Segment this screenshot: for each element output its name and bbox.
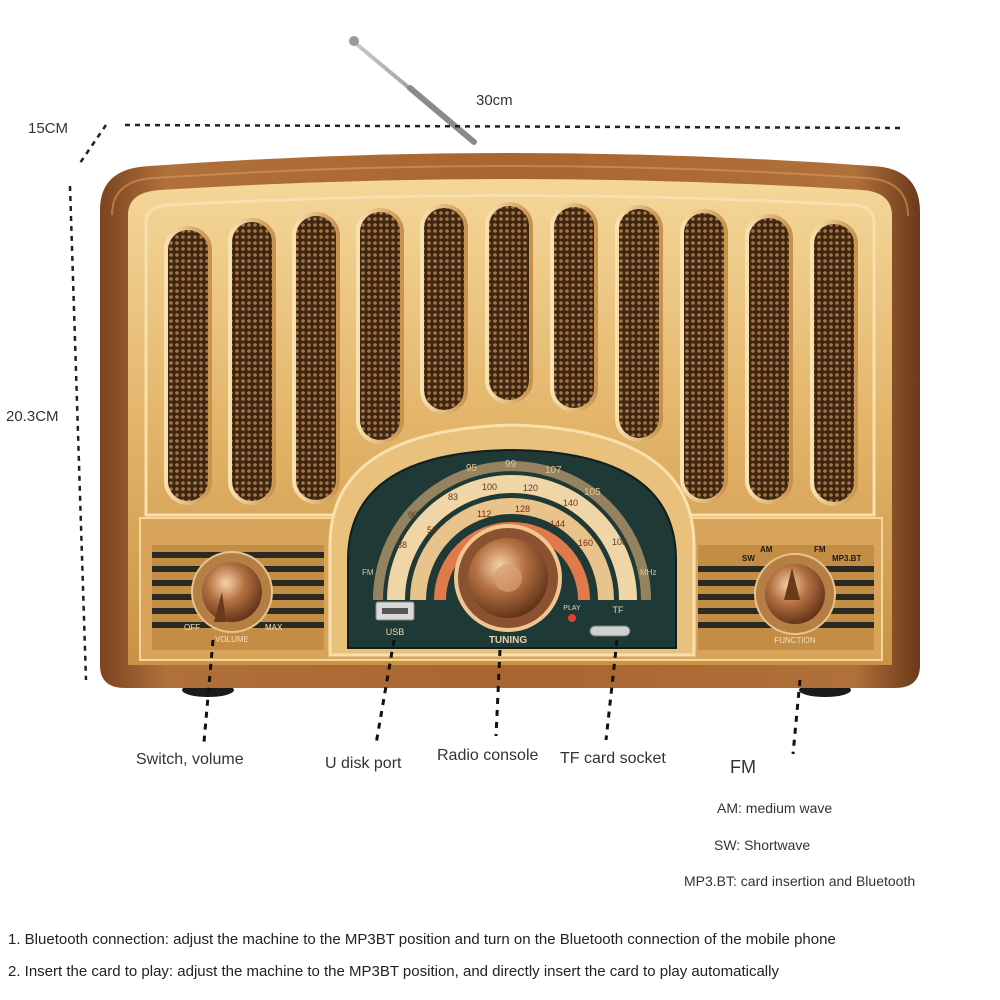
note-card-play: 2. Insert the card to play: adjust the m… (8, 963, 779, 980)
function-mp3bt-label: MP3.BT (832, 554, 861, 563)
tuning-label: TUNING (489, 635, 528, 646)
tf-label: TF (613, 605, 624, 615)
dial-top-label: 105 (584, 487, 601, 498)
function-label: FUNCTION (774, 636, 816, 645)
height-dimension-line (68, 185, 88, 681)
function-am-label: AM (760, 545, 773, 554)
dial-scale: 95 99 107 105 (466, 459, 601, 498)
dial-mid-label: 108 (612, 537, 627, 547)
callout-leaders (202, 639, 802, 755)
volume-max-label: MAX (265, 623, 283, 632)
volume-label: VOLUME (215, 635, 249, 644)
callout-tf-card-socket: TF card socket (560, 750, 666, 767)
play-led (568, 614, 576, 622)
function-sw-label: SW (742, 554, 755, 563)
depth-label: 15CM (28, 120, 69, 137)
height-label: 20.3CM (6, 408, 59, 425)
dial-inner-label: 160 (578, 538, 593, 548)
dial-top-label: 99 (505, 459, 517, 470)
radio-illustration: 95 99 107 105 90 88 83 100 120 140 108 5… (68, 36, 920, 755)
play-label: PLAY (563, 605, 581, 612)
antenna (349, 36, 477, 145)
tf-card-slot[interactable] (589, 625, 631, 637)
dial-inner-label: 144 (550, 519, 565, 529)
function-fm-label: FM (814, 545, 826, 554)
dial-mid-label: 83 (448, 492, 458, 502)
mode-am: AM: medium wave (717, 800, 833, 816)
volume-knob[interactable] (191, 551, 273, 633)
depth-dimension-line (78, 124, 108, 164)
dial-top-label: 95 (466, 463, 478, 474)
volume-off-label: OFF (184, 623, 200, 632)
mode-mp3bt: MP3.BT: card insertion and Bluetooth (684, 873, 916, 889)
dial-mid-label: 88 (397, 540, 407, 550)
function-knob[interactable] (754, 553, 836, 635)
dial-mid-label: 140 (563, 498, 578, 508)
width-dimension-line (124, 123, 903, 130)
dial-mid-label: 120 (523, 483, 538, 493)
dial-inner-label: 128 (515, 504, 530, 514)
usb-port[interactable] (375, 601, 415, 621)
mode-sw: SW: Shortwave (714, 837, 811, 853)
dial-side-label: MHz (640, 568, 656, 577)
width-label: 30cm (476, 92, 513, 109)
dial-inner-label: 112 (477, 509, 491, 519)
dial-mid-label: 100 (482, 482, 497, 492)
tuning-knob[interactable] (454, 524, 562, 632)
callout-switch-volume: Switch, volume (136, 751, 244, 768)
usb-label: USB (386, 627, 405, 637)
dial-inner-label: 56 (427, 525, 437, 535)
callout-radio-console: Radio console (437, 747, 539, 764)
callout-u-disk-port: U disk port (325, 755, 402, 772)
speaker-grille (164, 202, 858, 506)
callout-fm: FM (730, 757, 756, 777)
dial-side-label: FM (362, 568, 374, 577)
note-bluetooth: 1. Bluetooth connection: adjust the mach… (8, 931, 836, 948)
dial-mid-label: 90 (408, 510, 418, 520)
dial-top-label: 107 (545, 465, 562, 476)
